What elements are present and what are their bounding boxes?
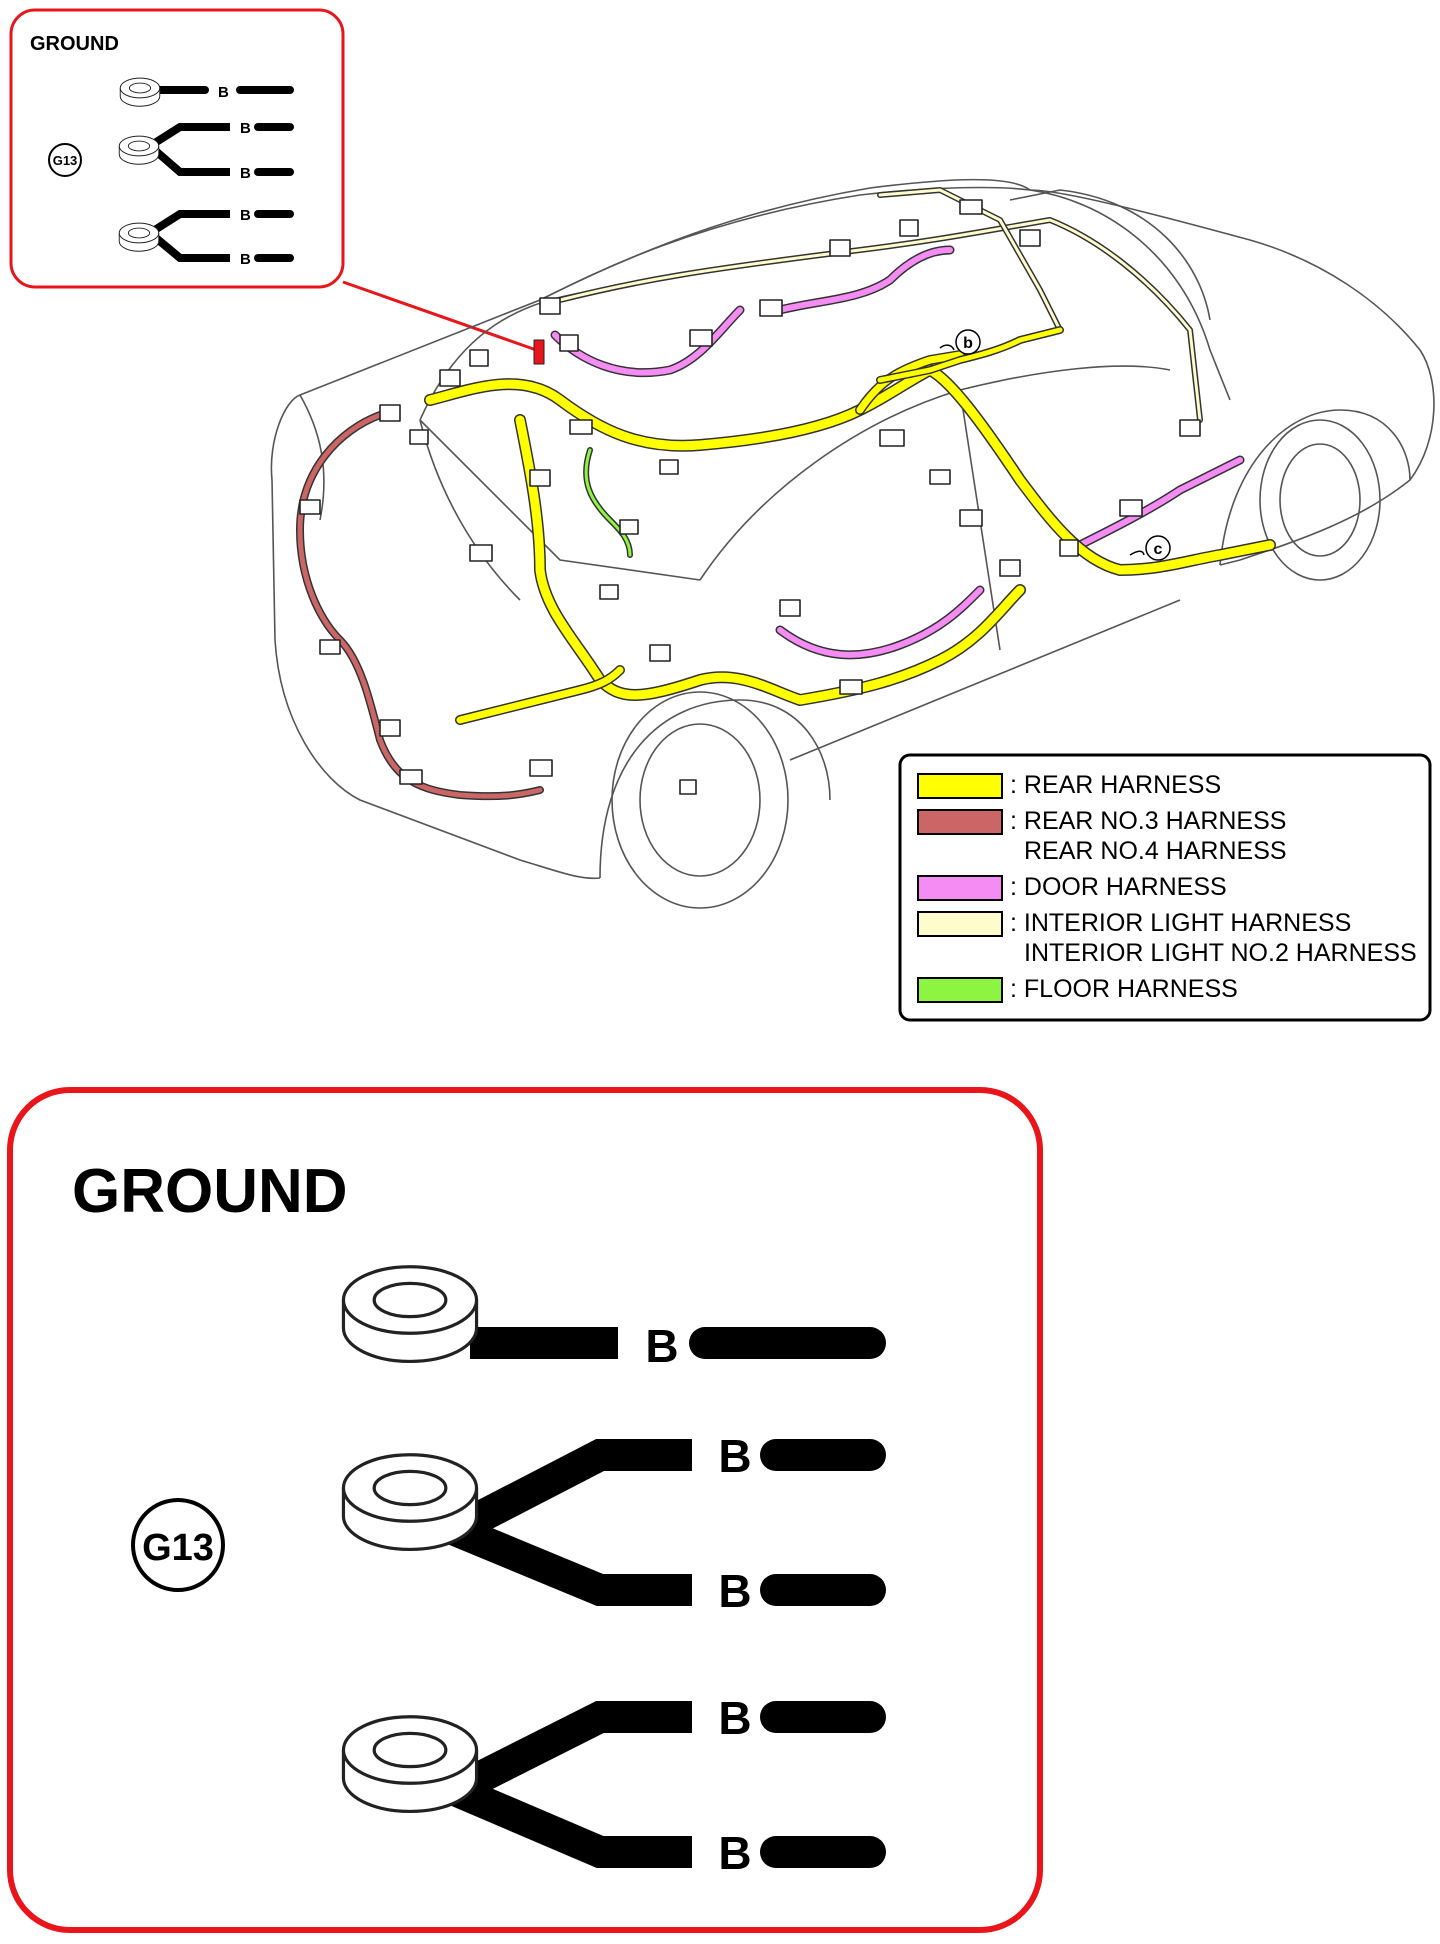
legend-label-interior-light: : INTERIOR LIGHT HARNESS [1010, 909, 1351, 937]
small-wire-label-3: B [240, 165, 251, 182]
small-callout-title: GROUND [30, 33, 119, 55]
interior-light-harness [557, 187, 1203, 423]
small-wire-label-5: B [240, 251, 251, 268]
marker-b: b [939, 329, 981, 355]
marker-c-label: c [1154, 541, 1163, 558]
legend-label-door: : DOOR HARNESS [1010, 873, 1227, 901]
rear-no3-no4-harness [296, 411, 544, 801]
small-ground-terminal-double-2: B B [118, 207, 294, 268]
rear-wheel [599, 691, 831, 909]
legend-label-interior-light-no2: INTERIOR LIGHT NO.2 HARNESS [1024, 939, 1417, 967]
large-callout-title: GROUND [72, 1157, 348, 1226]
legend-swatch-rear [917, 773, 1003, 799]
large-ground-terminal-single: B [341, 1265, 886, 1372]
large-wire-label-2: B [718, 1430, 751, 1482]
legend-swatch-rear-no3-no4 [917, 809, 1003, 835]
large-wire-label-5: B [718, 1827, 751, 1879]
connectors [299, 199, 1201, 795]
legend-label-rear: : REAR HARNESS [1010, 771, 1221, 799]
door-harness [550, 245, 1245, 660]
small-wire-label-2: B [240, 120, 251, 137]
small-ground-id-circle: G13 [48, 143, 82, 177]
harness-routing [296, 187, 1276, 801]
callout-leader-line [342, 280, 543, 354]
marker-c: c [1129, 535, 1171, 561]
small-wire-label-1: B [218, 84, 229, 101]
front-wheel [1219, 409, 1411, 581]
marker-b-label: b [963, 335, 973, 352]
legend-swatch-door [917, 875, 1003, 901]
large-wire-label-3: B [718, 1565, 751, 1617]
large-ground-callout: GROUND B B B G13 B B [7, 1087, 1043, 1933]
car-illustration [270, 178, 1435, 909]
ground-point-g13 [533, 339, 545, 365]
small-ground-id: G13 [53, 153, 78, 168]
large-wire-label-1: B [645, 1320, 678, 1372]
large-ground-terminal-double-1: B B [341, 1430, 886, 1617]
large-ground-id-circle: G13 [131, 1498, 225, 1592]
harness-legend: : REAR HARNESS : REAR NO.3 HARNESS REAR … [898, 753, 1432, 1022]
legend-swatch-floor [917, 977, 1003, 1003]
large-ground-terminal-double-2: B B [341, 1692, 886, 1879]
small-ground-callout: GROUND B B B G13 B B [9, 8, 345, 289]
floor-harness [583, 447, 633, 558]
legend-swatch-interior-light [917, 911, 1003, 937]
rear-harness [424, 326, 1276, 725]
legend-label-floor: : FLOOR HARNESS [1010, 975, 1238, 1003]
large-wire-label-4: B [718, 1692, 751, 1744]
small-wire-label-4: B [240, 207, 251, 224]
legend-label-rear-no3: : REAR NO.3 HARNESS [1010, 807, 1286, 835]
small-ground-terminal-double-1: B B [118, 120, 294, 182]
small-ground-terminal-single: B [119, 77, 294, 107]
large-ground-id: G13 [142, 1527, 214, 1569]
legend-label-rear-no4: REAR NO.4 HARNESS [1024, 837, 1287, 865]
